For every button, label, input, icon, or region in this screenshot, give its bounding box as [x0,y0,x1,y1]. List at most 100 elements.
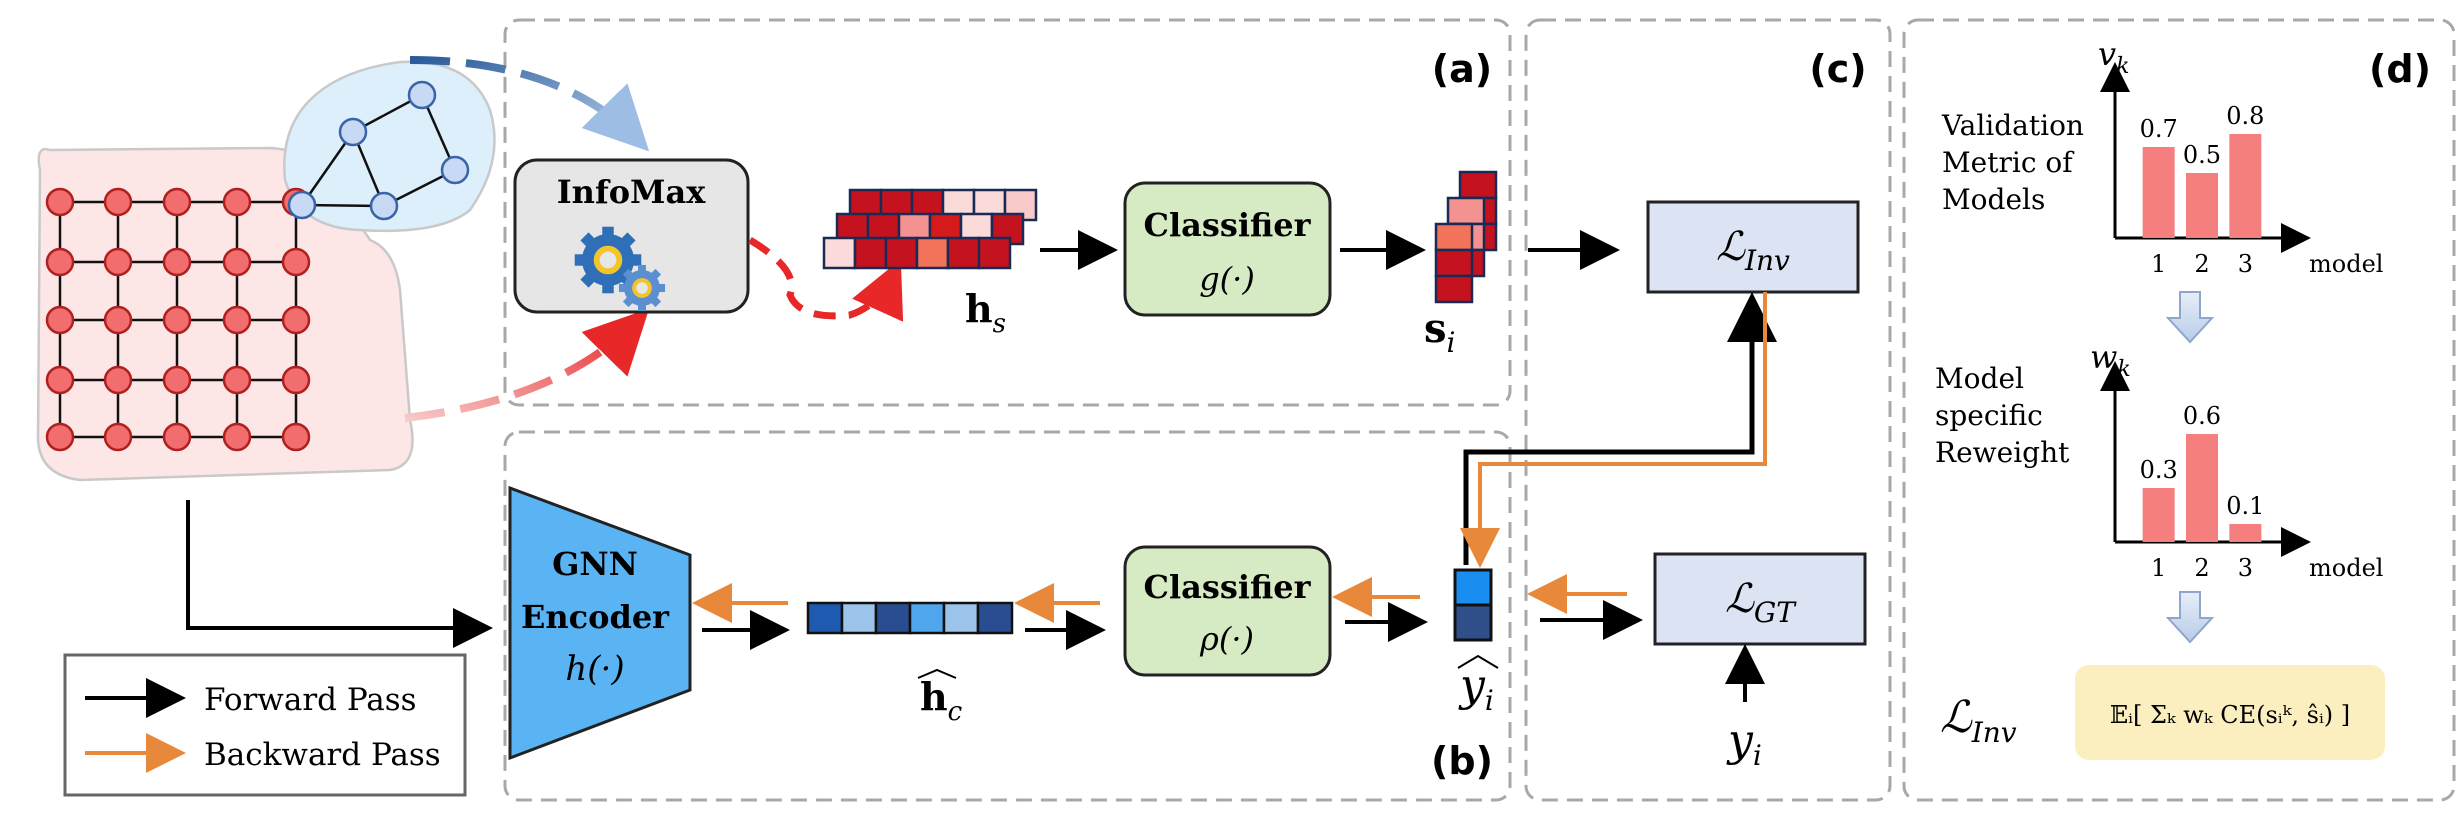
red-node [162,422,192,452]
bar-data-label: 0.6 [2183,402,2221,430]
si-prediction-stack [1434,170,1498,304]
hc-embedding-vector [806,601,1014,635]
bar-data-label: 0.1 [2226,492,2264,520]
hc-hat [917,668,957,679]
gnn-encoder-line2: Encoder [521,598,670,636]
bar [2142,147,2175,238]
si-label: si [1424,305,1456,359]
si-cell [1434,274,1474,304]
panel-d-chart1-title: Validation Metric of Models [1941,109,2084,216]
si-cell [1458,170,1498,200]
hs-label: hs [965,286,1006,339]
y-label: yi [1726,715,1762,772]
x-axis-label: model [2309,250,2383,278]
red-node [103,422,133,452]
graph-to-encoder-arrow [186,500,493,648]
legend-box [63,653,467,797]
loss-gt-box [1653,552,1867,646]
hc-cell [908,601,946,635]
red-node [45,247,75,277]
red-node [45,422,75,452]
bar [2229,134,2262,238]
bar [2142,488,2175,542]
red-node [162,305,192,335]
panel-a-tag: (a) [1432,47,1492,91]
red-node [103,247,133,277]
red-node [162,365,192,395]
chart2-title-line3: Reweight [1935,436,2070,469]
gnn-encoder-line1: GNN [552,545,638,583]
hs-cell [977,236,1012,270]
panel-b-frame [503,430,1512,802]
legend-backward-label: Backward Pass [204,737,441,773]
red-node [222,365,252,395]
blue-node [440,155,470,185]
bar-data-label: 0.8 [2226,102,2264,130]
panel-d-frame [1902,18,2456,802]
red-node [103,365,133,395]
classifier-bottom-func: ρ(·) [1199,620,1254,658]
bar-data-label: 0.5 [2183,141,2221,169]
red-dashed-arrow [404,308,650,422]
formula-text: 𝔼ᵢ[ Σₖ wₖ CE(sᵢᵏ, ŝᵢ) ] [2110,701,2350,729]
classifier-bottom-label: Classifier [1143,568,1311,606]
bar [2186,173,2218,238]
red-node [45,365,75,395]
x-tick-label: 1 [2151,554,2166,582]
x-tick-label: 2 [2194,554,2209,582]
red-node [222,422,252,452]
hs-embedding-stack [822,188,1038,270]
classifier-top-box [1123,181,1332,317]
red-node-grid [45,187,311,452]
red-node [281,247,311,277]
loss-inv-label: ℒInv [1716,224,1790,277]
yhat-cell-bottom [1453,603,1493,642]
loss-inv-box [1646,200,1860,294]
red-node [222,247,252,277]
si-cell [1446,196,1486,226]
chart2-title-line2: specific [1935,399,2043,432]
gnn-encoder-shape [508,485,692,761]
infomax-box [513,158,750,314]
lossinv-to-yhat-backward [1460,292,1767,568]
red-node [162,187,192,217]
blue-node [338,117,368,147]
panel-d-tag: (d) [2369,47,2431,91]
x-axis-label: model [2309,554,2383,582]
input-graph [36,60,496,482]
yhat-to-lossinv-forward [1463,292,1777,565]
bar-data-label: 0.7 [2140,115,2178,143]
hc-cell [806,601,844,635]
red-node [45,187,75,217]
panel-b-tag: (b) [1431,739,1493,783]
loss-gt-label: ℒGT [1725,576,1797,629]
blue-subgraph [287,80,470,221]
chart2-title-line1: Model [1935,362,2024,395]
chart2-ylabel: wk [2090,338,2131,382]
yhat-hat [1457,654,1499,669]
chart1-title-line3: Models [1942,183,2045,216]
yhat-cell-top [1453,568,1493,607]
hs-cell [884,236,919,270]
hs-cell [822,236,857,270]
blue-dashed-arrow [409,56,650,152]
classifier-bottom-box [1123,545,1332,677]
bar [2229,524,2262,542]
hc-cell [942,601,980,635]
hc-cell [840,601,878,635]
red-node [281,422,311,452]
classifier-top-label: Classifier [1143,206,1311,244]
hs-cell [915,236,950,270]
x-tick-label: 3 [2238,554,2253,582]
blue-graph-region [283,60,496,233]
red-node [281,365,311,395]
panel-a-frame [503,18,1512,407]
chart1-ylabel: vk [2098,35,2129,79]
gear-shape [618,264,666,312]
panel-d-chart2-title: Model specific Reweight [1935,362,2070,469]
x-tick-label: 1 [2151,250,2166,278]
infomax-label: InfoMax [557,173,707,211]
down-arrow-1 [2165,291,2215,344]
